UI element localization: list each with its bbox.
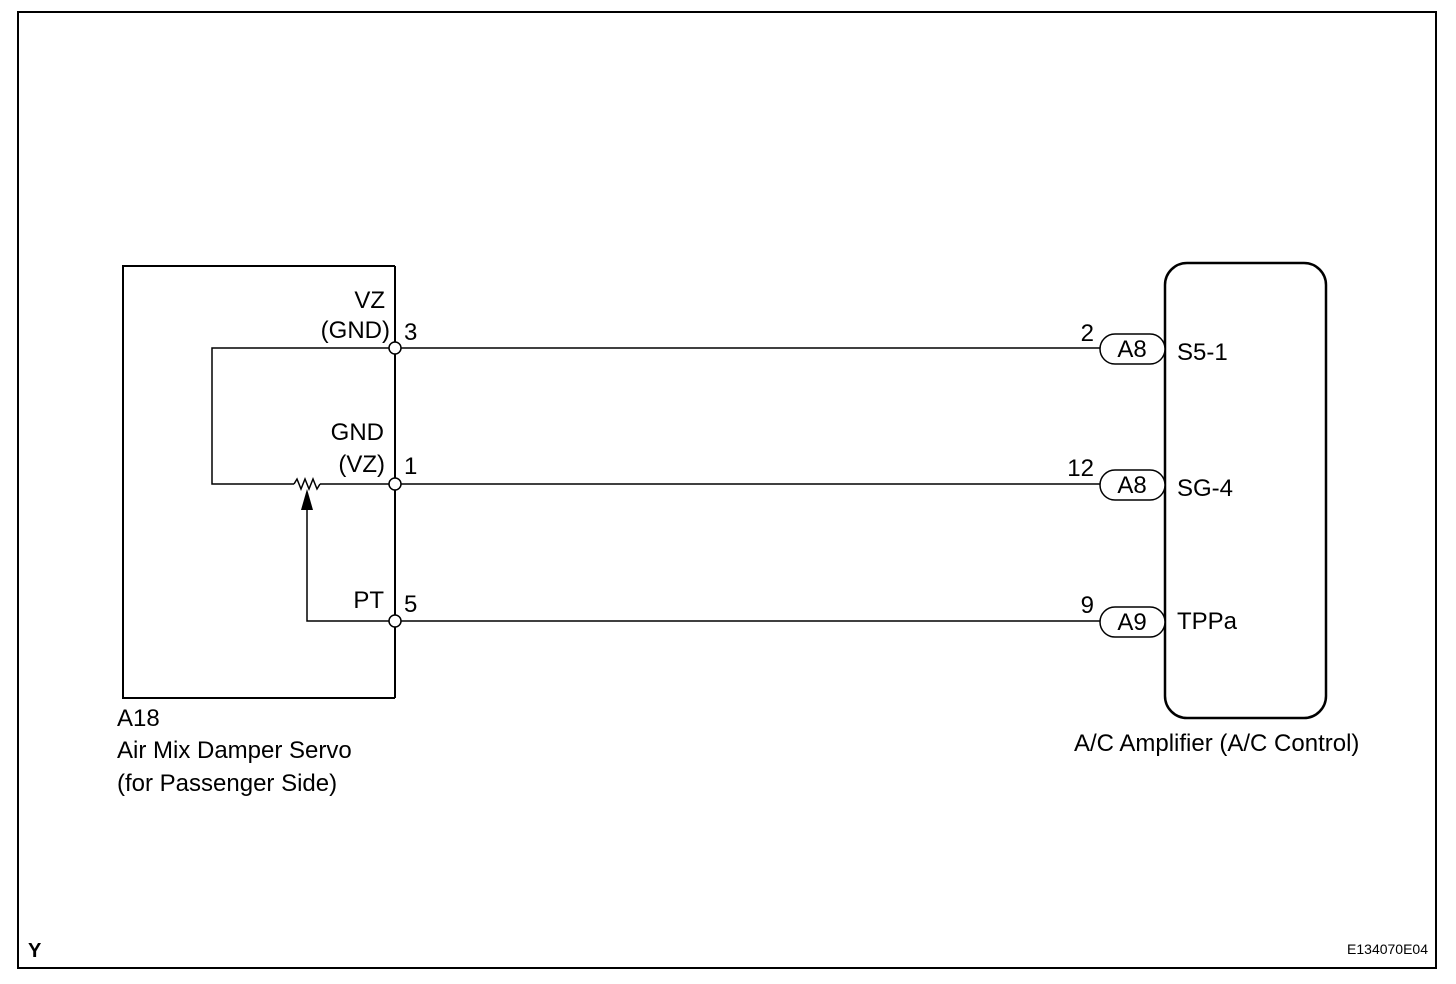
figure-id: E134070E04 [1347,941,1428,957]
potentiometer-resistor [293,476,321,492]
amp-pin-number-9: 9 [1081,592,1094,619]
amp-signal-sg-4: SG-4 [1177,475,1233,502]
terminal-circle-5 [388,614,402,628]
amp-signal-s5-1: S5-1 [1177,339,1228,366]
diagram-frame [17,11,1437,969]
servo-pin-number-5: 5 [404,591,417,618]
servo-pin-label-gnd-sub: (VZ) [338,451,385,478]
amp-signal-tppa: TPPa [1177,608,1238,635]
servo-pin-label-vz: VZ [354,287,385,314]
amplifier-name: A/C Amplifier (A/C Control) [1074,730,1359,757]
wiper-wire [306,510,395,622]
connector-code-a8-top: A8 [1117,336,1146,363]
servo-internal-wire [211,347,395,485]
corner-label: Y [28,940,42,962]
amp-pin-number-12: 12 [1067,455,1094,482]
servo-pin-label-pt: PT [353,587,384,614]
servo-code: A18 [117,705,160,732]
connector-code-a9: A9 [1117,609,1146,636]
connector-pill-a8-top [1099,333,1166,365]
servo-pin-label-gnd: GND [331,419,384,446]
connector-pill-a9 [1099,606,1166,638]
servo-pin-number-1: 1 [404,453,417,480]
connector-code-a8-mid: A8 [1117,472,1146,499]
servo-name: Air Mix Damper Servo [117,737,352,764]
servo-name-sub: (for Passenger Side) [117,770,337,797]
terminal-circle-1 [388,477,402,491]
amp-pin-number-2: 2 [1081,320,1094,347]
terminal-circle-3 [388,341,402,355]
amplifier-box [1163,261,1328,720]
wiper-arrow-icon [301,489,313,510]
servo-pin-number-3: 3 [404,319,417,346]
connector-pill-a8-mid [1099,469,1166,501]
servo-pin-label-vz-sub: (GND) [321,317,390,344]
servo-box-outline [122,265,395,699]
